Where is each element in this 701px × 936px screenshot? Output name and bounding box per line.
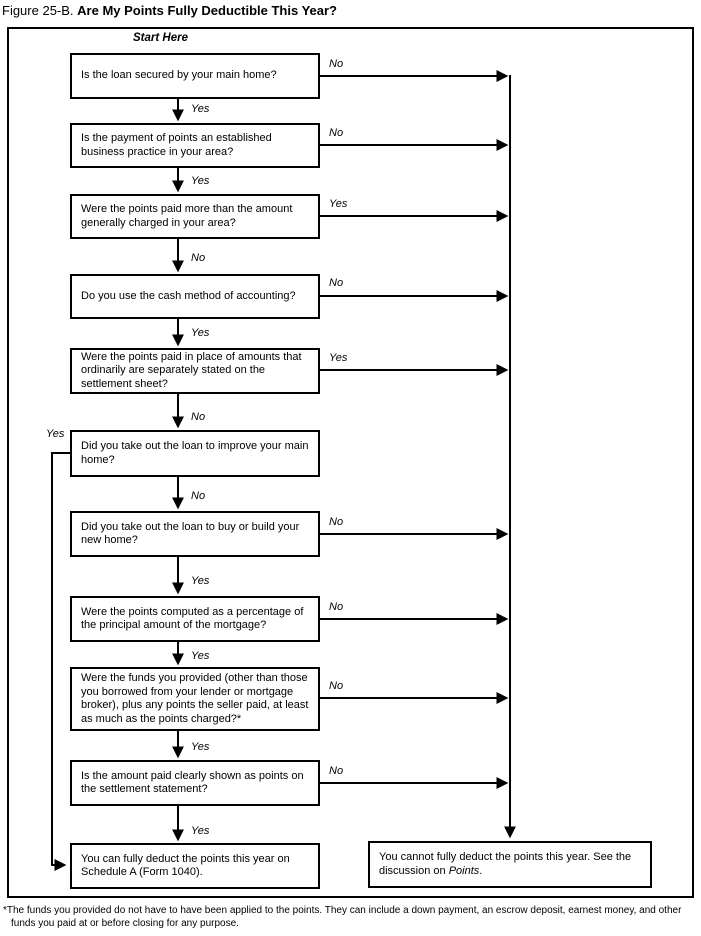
branch-label-right-2: No — [329, 127, 344, 139]
question-box-5: Were the points paid in place of amounts… — [70, 348, 320, 394]
question-text: Were the funds you provided (other than … — [81, 672, 309, 725]
figure-label: Figure 25-B. — [2, 3, 74, 18]
outcome-box-deductible: You can fully deduct the points this yea… — [70, 843, 320, 889]
left-branch-rail — [51, 452, 70, 871]
branch-label-right-1: No — [329, 58, 344, 70]
branch-label-down-1: Yes — [191, 103, 210, 115]
question-box-4: Do you use the cash method of accounting… — [70, 274, 320, 319]
branch-label-left-6: Yes — [46, 428, 65, 440]
branch-label-down-9: Yes — [191, 741, 210, 753]
branch-label-down-6: No — [191, 490, 206, 502]
question-text: Were the points paid in place of amounts… — [81, 350, 302, 390]
branch-label-right-5: Yes — [329, 352, 348, 364]
question-box-9: Were the funds you provided (other than … — [70, 667, 320, 731]
branch-label-right-8: No — [329, 601, 344, 613]
branch-label-right-7: No — [329, 516, 344, 528]
question-text: Is the amount paid clearly shown as poin… — [81, 769, 304, 796]
outcome-text: You can fully deduct the points this yea… — [81, 852, 290, 879]
branch-label-down-7: Yes — [191, 575, 210, 587]
question-box-3: Were the points paid more than the amoun… — [70, 194, 320, 239]
footnote: *The funds you provided do not have to h… — [3, 905, 682, 929]
branch-label-right-4: No — [329, 277, 344, 289]
outcome-text: You cannot fully deduct the points this … — [379, 851, 632, 877]
question-text: Do you use the cash method of accounting… — [81, 289, 296, 302]
branch-label-down-8: Yes — [191, 650, 210, 662]
right-branch-arrows — [320, 70, 509, 789]
question-text: Did you take out the loan to improve you… — [81, 440, 309, 466]
figure-title: Figure 25-B. Are My Points Fully Deducti… — [2, 3, 337, 18]
question-box-6: Did you take out the loan to improve you… — [70, 430, 320, 477]
question-text: Is the loan secured by your main home? — [81, 69, 277, 82]
outcome-box-not-deductible: You cannot fully deduct the points this … — [368, 841, 652, 888]
figure-title-text: Are My Points Fully Deductible This Year… — [77, 3, 337, 18]
question-text: Were the points computed as a percentage… — [81, 605, 304, 632]
question-text: Did you take out the loan to buy or buil… — [81, 520, 300, 547]
figure-border — [7, 27, 694, 898]
branch-label-right-10: No — [329, 765, 344, 777]
branch-label-down-10: Yes — [191, 825, 210, 837]
start-here-label: Start Here — [133, 32, 188, 44]
question-box-8: Were the points computed as a percentage… — [70, 596, 320, 642]
question-box-2: Is the payment of points an established … — [70, 123, 320, 168]
branch-label-down-3: No — [191, 252, 206, 264]
branch-label-down-4: Yes — [191, 327, 210, 339]
question-box-1: Is the loan secured by your main home? — [70, 53, 320, 99]
branch-label-right-9: No — [329, 680, 344, 692]
question-box-7: Did you take out the loan to buy or buil… — [70, 511, 320, 557]
question-box-10: Is the amount paid clearly shown as poin… — [70, 760, 320, 806]
branch-label-down-2: Yes — [191, 175, 210, 187]
question-text: Were the points paid more than the amoun… — [81, 203, 293, 229]
branch-label-right-3: Yes — [329, 198, 348, 210]
branch-label-down-5: No — [191, 411, 206, 423]
question-text: Is the payment of points an established … — [81, 132, 272, 158]
